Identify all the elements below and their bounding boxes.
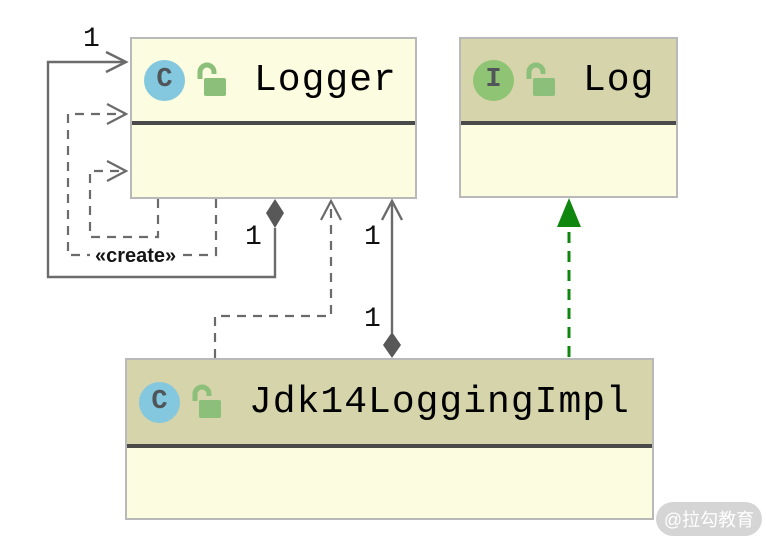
unlock-icon (197, 62, 226, 96)
node-body (461, 125, 676, 196)
class-node-logger[interactable]: C Logger (130, 37, 417, 199)
node-body (127, 448, 652, 518)
node-header: C Jdk14LoggingImpl (127, 360, 652, 444)
unlock-icon (192, 384, 221, 418)
edge-line (213, 202, 333, 358)
multiplicity-label: 1 (364, 304, 381, 335)
open-arrowhead (106, 103, 129, 125)
multiplicity-label: 1 (245, 222, 262, 253)
interface-icon: I (473, 59, 514, 101)
edge-jdk14-realizes-log[interactable] (557, 198, 581, 357)
node-header: C Logger (132, 39, 415, 121)
watermark-badge: @拉勾教育 (656, 502, 762, 536)
edge-jdk14-to-logger-association[interactable] (380, 198, 404, 358)
open-arrowhead (106, 160, 129, 182)
open-arrowhead (320, 198, 342, 221)
node-body (132, 125, 415, 197)
create-stereotype-label: «create» (90, 243, 182, 269)
class-node-jdk14loggingimpl[interactable]: C Jdk14LoggingImpl (125, 358, 654, 520)
interface-name-log: Log (583, 58, 655, 102)
node-divider (127, 444, 652, 448)
multiplicity-label: 1 (83, 24, 100, 55)
realization-arrowhead (557, 198, 581, 227)
node-header: I Log (461, 39, 676, 121)
class-name-logger: Logger (254, 58, 397, 102)
edge-jdk14-to-logger-dependency[interactable] (213, 198, 342, 358)
aggregation-diamond (383, 332, 401, 358)
multiplicity-label: 1 (364, 222, 381, 253)
class-name-jdk14loggingimpl: Jdk14LoggingImpl (249, 380, 630, 424)
unlock-icon (526, 62, 555, 96)
open-arrowhead (105, 50, 129, 74)
open-arrowhead (380, 198, 404, 221)
aggregation-diamond (266, 199, 284, 228)
class-icon: C (144, 59, 185, 101)
node-divider (461, 121, 676, 125)
class-icon: C (139, 381, 180, 423)
interface-node-log[interactable]: I Log (459, 37, 678, 198)
